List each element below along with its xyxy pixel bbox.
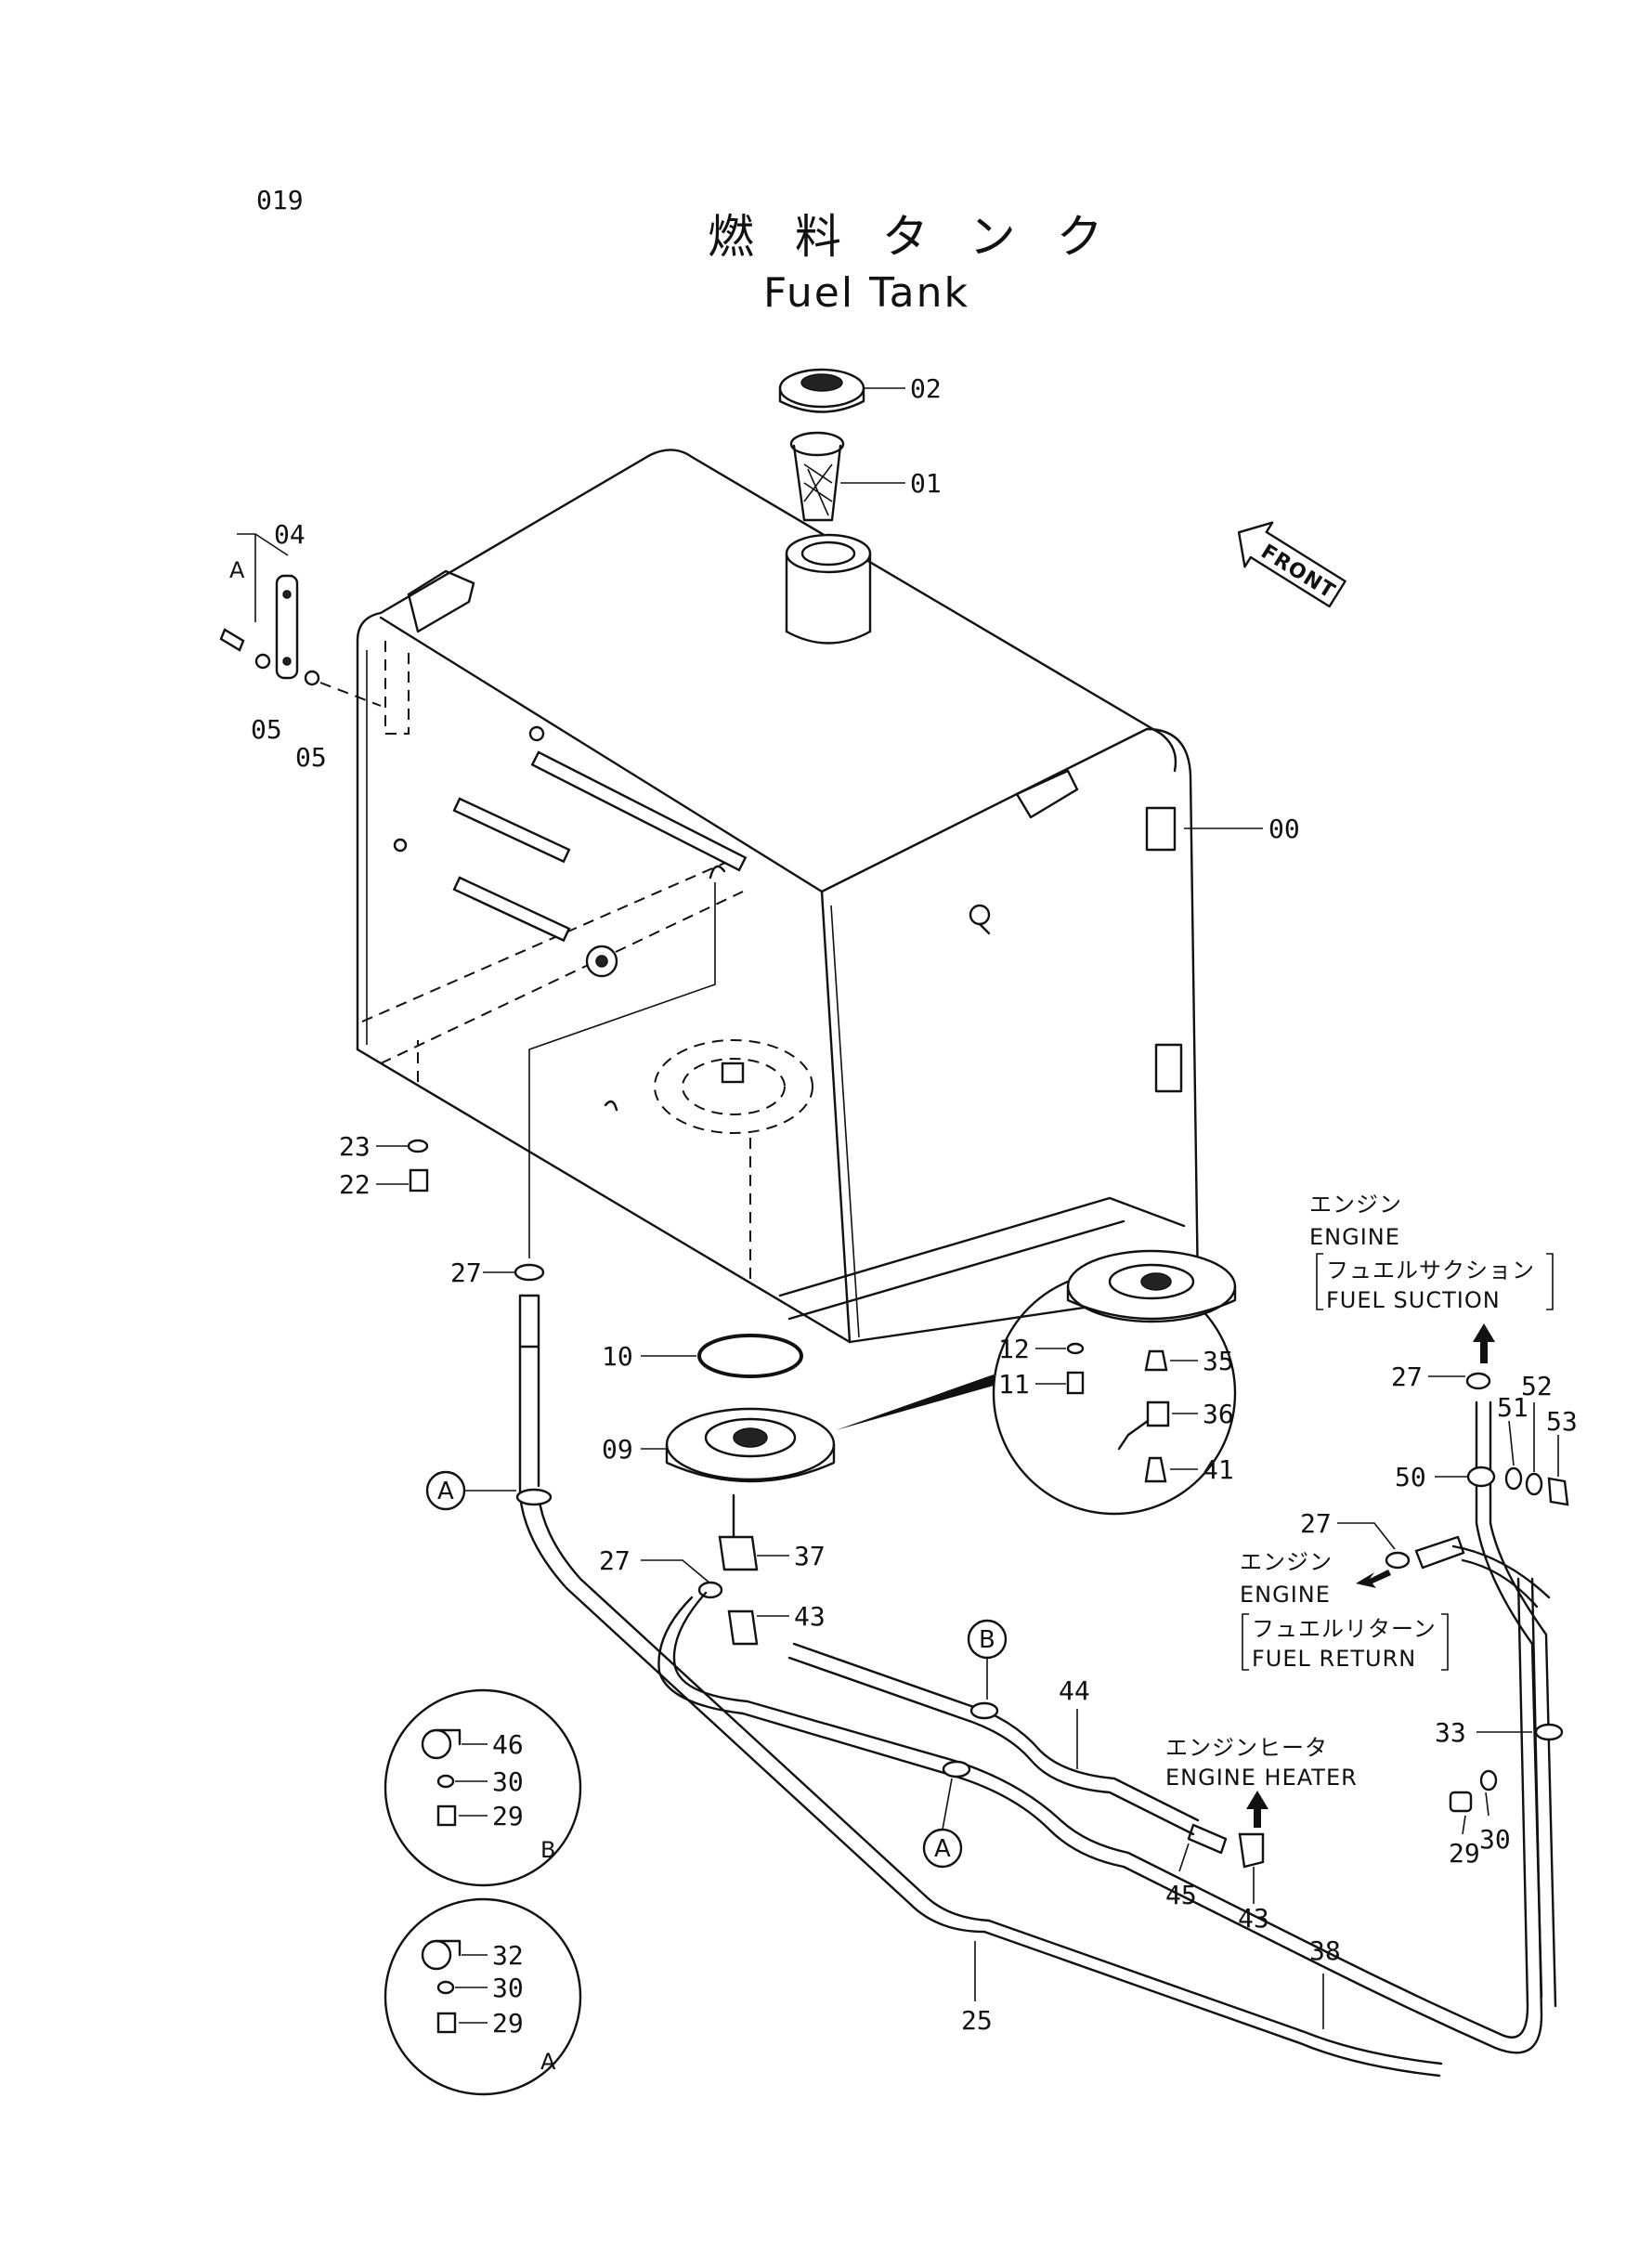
part-label-12: 12 bbox=[998, 1334, 1030, 1364]
part-label-02: 02 bbox=[910, 373, 942, 404]
tank-outlet-fittings: 37 27 43 bbox=[599, 1535, 826, 1646]
detail-callout-a: A bbox=[540, 2049, 556, 2075]
fuel-suction-connection: 27 エンジン ENGINE フュエルサクション FUEL SUCTION bbox=[1309, 1192, 1554, 1392]
part-label-09: 09 bbox=[602, 1434, 633, 1465]
tank-slot bbox=[452, 876, 571, 943]
part-label-25: 25 bbox=[961, 2005, 993, 2036]
part-label-10: 10 bbox=[602, 1341, 633, 1372]
o-ring: 10 bbox=[602, 1334, 803, 1378]
arrow-left-icon bbox=[1356, 1570, 1391, 1588]
suction-en-1: ENGINE bbox=[1309, 1224, 1400, 1250]
part-label-51: 51 bbox=[1497, 1392, 1528, 1423]
arrow-up-icon bbox=[1246, 1791, 1268, 1828]
return-jp-2: フュエルリターン bbox=[1252, 1616, 1437, 1642]
part-label-27d: 27 bbox=[1300, 1508, 1332, 1539]
filler-neck bbox=[785, 533, 872, 645]
part-label-00: 00 bbox=[1268, 814, 1300, 844]
heater-en: ENGINE HEATER bbox=[1165, 1765, 1358, 1791]
part-label-37: 37 bbox=[794, 1541, 826, 1571]
suction-en-2: FUEL SUCTION bbox=[1326, 1287, 1501, 1313]
detail-callout-b: B bbox=[540, 1837, 556, 1863]
suction-jp-1: エンジン bbox=[1309, 1192, 1402, 1218]
front-arrow-icon: FRONT bbox=[1237, 521, 1346, 608]
tank-slot bbox=[530, 750, 748, 872]
detail-b-circle: 46 30 29 B bbox=[384, 1688, 582, 1887]
fuel-strainer bbox=[789, 431, 845, 522]
fuel-lines bbox=[518, 1401, 1557, 2078]
engine-heater-connection: エンジンヒータ ENGINE HEATER bbox=[1165, 1735, 1358, 1828]
suction-flange: 09 bbox=[602, 1375, 994, 1544]
fuel-tank-body bbox=[356, 449, 1200, 1344]
arrow-up-icon bbox=[1473, 1323, 1495, 1363]
heater-jp: エンジンヒータ bbox=[1165, 1735, 1328, 1761]
part-label-32: 32 bbox=[492, 1940, 524, 1971]
return-hose-assembly: 27 bbox=[450, 1257, 545, 1497]
tank-slot bbox=[452, 797, 571, 864]
banjo-washers: 51 52 53 bbox=[1497, 1371, 1578, 1506]
suction-jp-2: フュエルサクション bbox=[1326, 1257, 1535, 1283]
clamp-33-fasteners: 29 30 bbox=[1449, 1769, 1511, 1869]
part-label-50: 50 bbox=[1395, 1462, 1426, 1492]
part-label-29c: 29 bbox=[1449, 1838, 1480, 1869]
bracket-callout-a: A bbox=[229, 557, 245, 583]
page-number: 019 bbox=[256, 185, 304, 215]
tank-mount-bracket: 04 A 05 05 bbox=[219, 519, 382, 773]
part-label-45: 45 bbox=[1165, 1880, 1197, 1910]
part-label-05a: 05 bbox=[251, 714, 282, 745]
front-label: FRONT bbox=[1256, 541, 1339, 604]
part-label-38: 38 bbox=[1309, 1935, 1341, 1966]
part-label-30c: 30 bbox=[1479, 1824, 1511, 1855]
part-label-52: 52 bbox=[1521, 1371, 1553, 1401]
part-label-43a: 43 bbox=[794, 1601, 826, 1632]
part-label-04: 04 bbox=[274, 519, 306, 550]
part-label-43b: 43 bbox=[1238, 1903, 1269, 1934]
tank-bracket bbox=[1015, 769, 1079, 819]
part-label-27a: 27 bbox=[450, 1257, 482, 1288]
part-label-29b: 29 bbox=[492, 1801, 524, 1831]
drain-plug-assembly: 23 22 bbox=[339, 1131, 429, 1200]
part-label-30b: 30 bbox=[492, 1766, 524, 1797]
part-label-29a: 29 bbox=[492, 2008, 524, 2039]
title-english: Fuel Tank bbox=[763, 269, 969, 317]
clamp-callout-b: B bbox=[979, 1626, 995, 1654]
part-label-11: 11 bbox=[998, 1369, 1030, 1400]
return-en-1: ENGINE bbox=[1240, 1582, 1331, 1608]
part-label-53: 53 bbox=[1546, 1406, 1578, 1437]
part-label-46: 46 bbox=[492, 1729, 524, 1760]
clamp-marks bbox=[515, 1466, 1564, 1778]
fuel-return-connection: 27 エンジン ENGINE フュエルリターン FUEL RETURN bbox=[1240, 1508, 1465, 1672]
part-label-44: 44 bbox=[1059, 1675, 1090, 1706]
part-label-27c: 27 bbox=[1391, 1362, 1423, 1392]
part-label-05b: 05 bbox=[295, 742, 327, 773]
part-label-22: 22 bbox=[339, 1169, 371, 1200]
part-label-23: 23 bbox=[339, 1131, 371, 1162]
part-label-36: 36 bbox=[1203, 1399, 1234, 1429]
return-en-2: FUEL RETURN bbox=[1252, 1646, 1416, 1672]
part-label-35: 35 bbox=[1203, 1346, 1234, 1376]
part-label-33: 33 bbox=[1435, 1717, 1466, 1748]
return-jp-1: エンジン bbox=[1240, 1549, 1333, 1575]
clamp-callout-a: A bbox=[437, 1478, 454, 1505]
title-japanese: 燃 料 タ ン ク bbox=[708, 210, 1116, 264]
part-label-01: 01 bbox=[910, 468, 942, 499]
clamp-callout-a2: A bbox=[934, 1835, 951, 1863]
part-label-30a: 30 bbox=[492, 1973, 524, 2003]
part-label-41: 41 bbox=[1203, 1454, 1234, 1485]
fuel-cap bbox=[778, 368, 865, 413]
bottom-flange-opening bbox=[654, 1039, 813, 1134]
detail-a-circle: 32 30 29 A bbox=[384, 1897, 582, 2096]
part-label-27b: 27 bbox=[599, 1545, 631, 1576]
tank-bracket bbox=[407, 569, 475, 633]
flange-detail-circle: 12 11 35 36 41 bbox=[992, 1249, 1237, 1516]
